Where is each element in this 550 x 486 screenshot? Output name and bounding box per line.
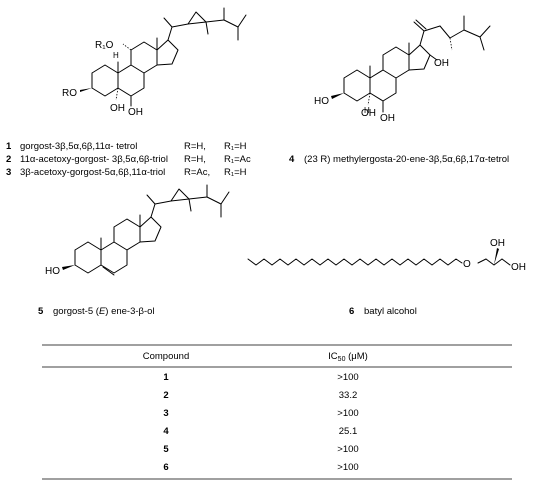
caption-num: 4 bbox=[289, 154, 295, 165]
caption-text-a: gorgost-5 ( bbox=[53, 306, 100, 317]
caption-4: 4 (23 R) methylergosta-20-ene-3β,5α,6β,1… bbox=[289, 154, 509, 165]
caption-num: 3 bbox=[6, 167, 11, 178]
oh-17-label: OH bbox=[434, 58, 449, 69]
caption-5: 5 gorgost-5 (E) ene-3-β-ol bbox=[38, 306, 155, 317]
caption-text: (23 R) methylergosta-20-ene-3β,5α,6β,17α… bbox=[304, 154, 509, 165]
h-label: H bbox=[113, 51, 119, 60]
caption-text: 11α-acetoxy-gorgost- 3β,5α,6β-triol bbox=[20, 154, 168, 165]
captions-1-3: 1 gorgost-3β,5α,6β,11α- tetrol R=H, R₁=H… bbox=[6, 141, 251, 178]
o-label: O bbox=[463, 259, 471, 270]
table-cell-compound: 5 bbox=[163, 444, 169, 455]
ho-label: HO bbox=[314, 96, 329, 107]
oh-label: OH bbox=[511, 262, 526, 273]
structure-1-3: R₁O RO OH OH H bbox=[62, 7, 247, 118]
caption-r: R=H, bbox=[184, 141, 206, 152]
oh-6-label: OH bbox=[128, 107, 143, 118]
caption-num: 2 bbox=[6, 154, 11, 165]
header-ic50: IC50 (μM) bbox=[328, 351, 368, 363]
header-compound: Compound bbox=[143, 351, 189, 362]
caption-num: 6 bbox=[349, 306, 354, 317]
structure-5: HO bbox=[45, 184, 230, 277]
header-ic50-sub: 50 bbox=[338, 356, 346, 363]
table-cell-ic50: >100 bbox=[337, 444, 358, 455]
caption-num: 1 bbox=[6, 141, 12, 152]
r1o-label: R₁O bbox=[95, 40, 114, 51]
table-cell-ic50: 25.1 bbox=[339, 426, 358, 437]
caption-text: batyl alcohol bbox=[364, 306, 417, 317]
caption-num: 5 bbox=[38, 306, 44, 317]
ho-label: HO bbox=[45, 266, 60, 277]
table-cell-compound: 1 bbox=[163, 372, 169, 383]
oh-label: OH bbox=[490, 238, 505, 249]
caption-r1: R₁=H bbox=[224, 167, 247, 178]
caption-r: R=Ac, bbox=[184, 167, 210, 178]
caption-r1: R₁=Ac bbox=[224, 154, 251, 165]
oh-6-label: OH bbox=[380, 113, 395, 124]
caption-6: 6 batyl alcohol bbox=[349, 306, 417, 317]
caption-r: R=H, bbox=[184, 154, 206, 165]
caption-r1: R₁=H bbox=[224, 141, 247, 152]
table-cell-compound: 2 bbox=[163, 390, 168, 401]
table-cell-compound: 6 bbox=[163, 462, 168, 473]
structure-4: OH HO OH OH H bbox=[314, 15, 491, 124]
table-cell-compound: 3 bbox=[163, 408, 168, 419]
ic50-table: Compound IC50 (μM) 1 >100 2 33.2 3 >100 … bbox=[42, 344, 512, 480]
header-ic50-prefix: IC bbox=[328, 351, 338, 362]
caption-text: gorgost-3β,5α,6β,11α- tetrol bbox=[20, 141, 137, 152]
oh-5-label: OH bbox=[110, 103, 125, 114]
header-ic50-unit: (μM) bbox=[345, 351, 367, 362]
oh-5-label: OH bbox=[361, 108, 376, 119]
caption-text-b: ) ene-3-β-ol bbox=[105, 306, 154, 317]
structure-6: O OH OH bbox=[247, 238, 526, 273]
h-label: H bbox=[364, 106, 370, 115]
caption-italic: E bbox=[99, 306, 106, 317]
table-cell-ic50: >100 bbox=[337, 408, 358, 419]
table-cell-compound: 4 bbox=[163, 426, 169, 437]
caption-text: 3β-acetoxy-gorgost-5α,6β,11α-triol bbox=[20, 167, 165, 178]
table-cell-ic50: >100 bbox=[337, 462, 358, 473]
table-cell-ic50: 33.2 bbox=[339, 390, 358, 401]
table-cell-ic50: >100 bbox=[337, 372, 358, 383]
ro-label: RO bbox=[62, 88, 77, 99]
caption-text: gorgost-5 (E) ene-3-β-ol bbox=[53, 306, 155, 317]
